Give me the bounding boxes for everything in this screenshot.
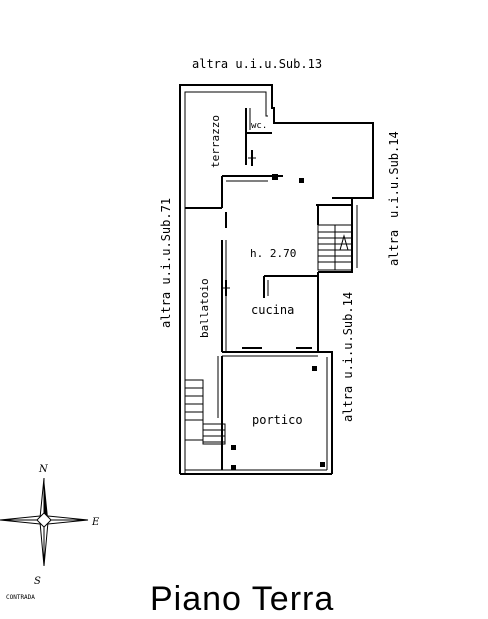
compass-note: CONTRADA <box>6 594 35 601</box>
cucina-label: cucina <box>251 303 294 317</box>
compass-north: N <box>38 464 49 475</box>
stair-left <box>184 379 226 445</box>
left-neighbor-label: altra u.i.u.Sub.71 <box>159 198 173 328</box>
stair-right <box>317 224 353 271</box>
terrazzo-label: terrazzo <box>209 115 222 168</box>
floor-plan-drawing: altra u.i.u.Sub.13 altra u.i.u.Sub.71 u.… <box>0 57 401 587</box>
compass-south: S <box>34 576 41 587</box>
door-markers <box>222 150 328 349</box>
pillars <box>231 174 325 470</box>
top-neighbor-label: altra u.i.u.Sub.13 <box>192 57 322 71</box>
right-neighbor-lower-label: altra u.i.u.Sub.14 <box>341 292 355 422</box>
wc-label: wc. <box>251 121 267 131</box>
height-label: h. 2.70 <box>250 247 296 260</box>
ballatoio-label: ballatoio <box>198 278 211 338</box>
compass-rose: N E S <box>0 464 100 587</box>
portico-label: portico <box>252 413 303 427</box>
right-neighbor-upper-label-a: u.i.u.Sub.14 <box>387 131 401 218</box>
compass-east: E <box>91 517 100 528</box>
right-neighbor-upper-label-b: altra <box>387 230 401 266</box>
